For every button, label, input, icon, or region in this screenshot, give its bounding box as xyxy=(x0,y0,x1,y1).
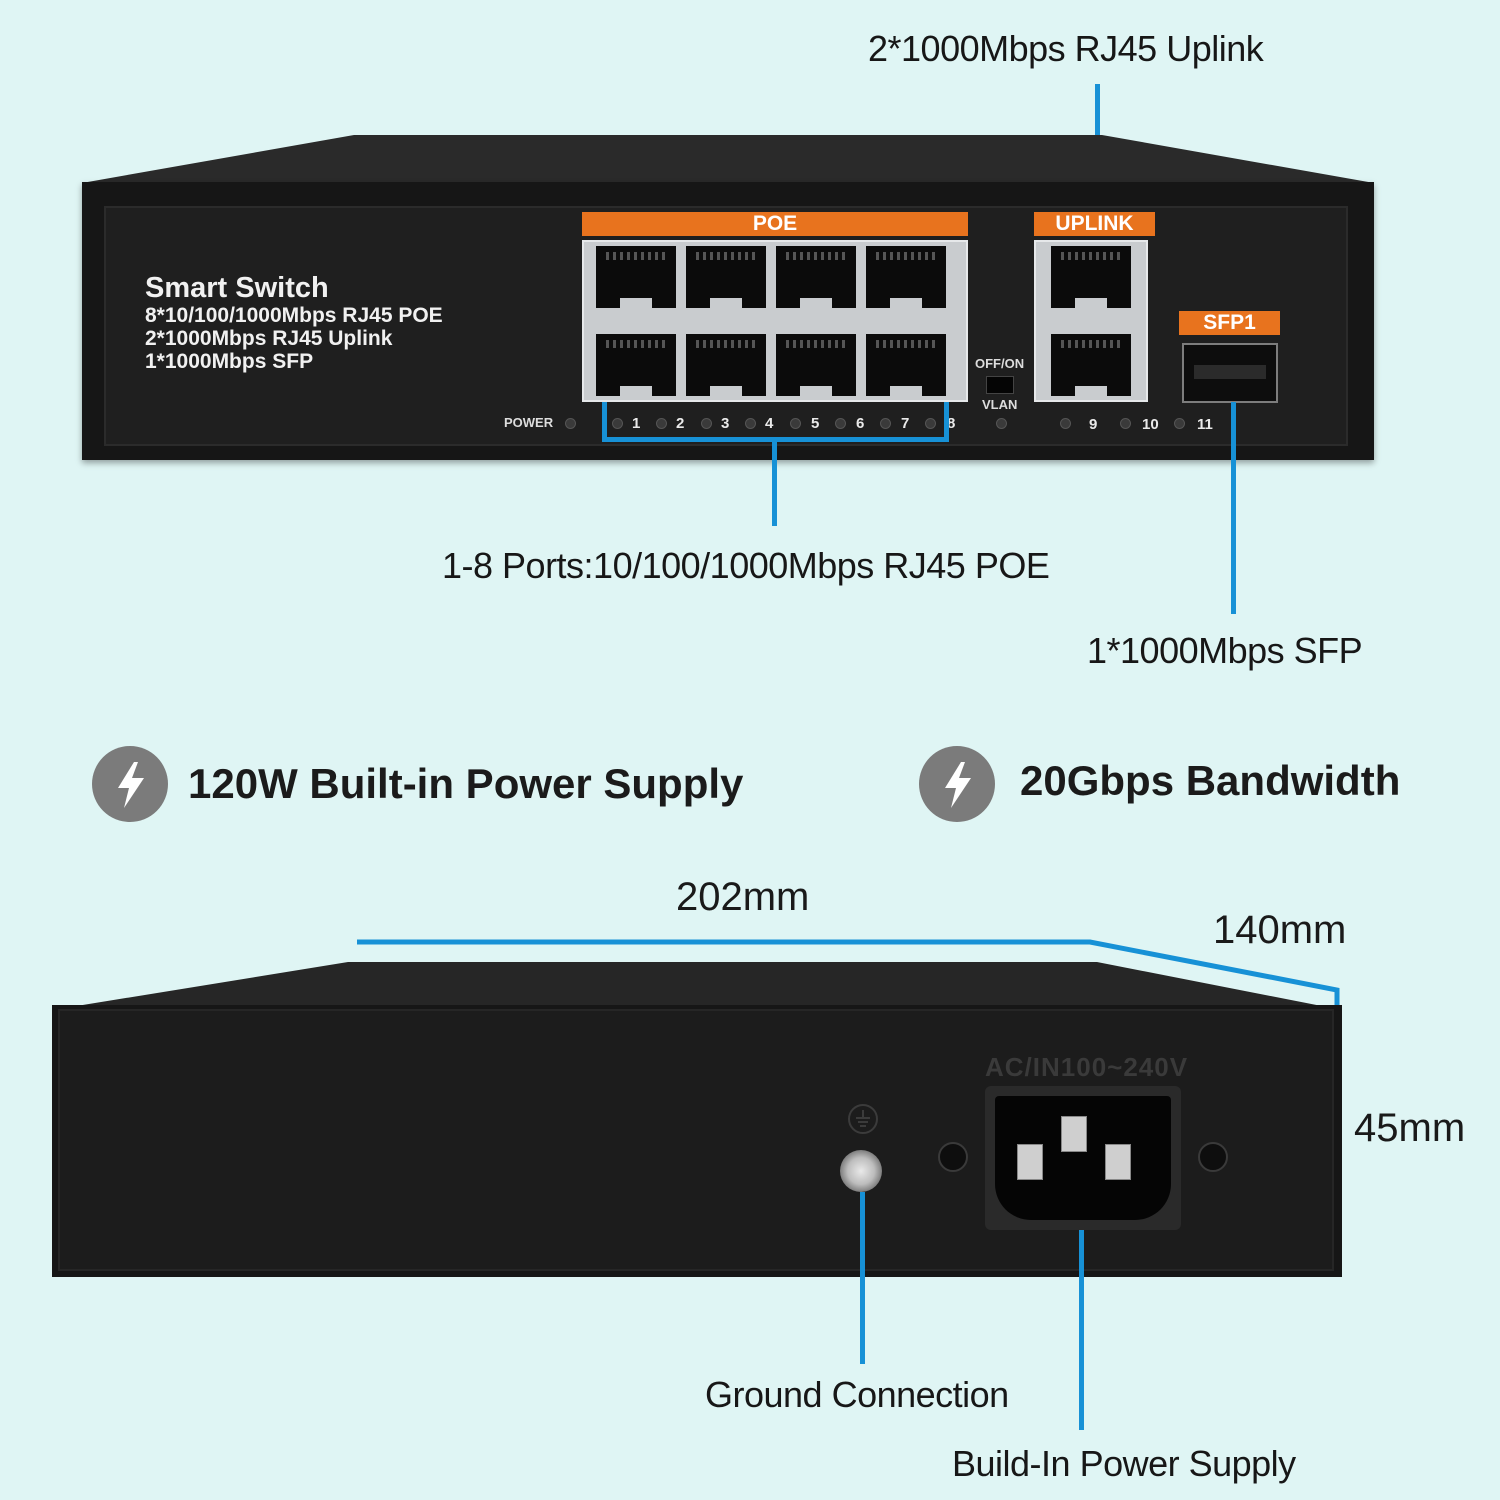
port-number-7: 7 xyxy=(901,415,910,432)
ground-screw[interactable] xyxy=(840,1150,882,1192)
port-number-11: 11 xyxy=(1197,416,1213,433)
spec-line-2: 2*1000Mbps RJ45 Uplink xyxy=(145,327,393,350)
poe-bracket-bottom xyxy=(602,437,949,442)
feature-power-text: 120W Built-in Power Supply xyxy=(188,760,744,807)
power-led-label: POWER xyxy=(504,415,554,430)
rj45-port-7[interactable] xyxy=(866,246,946,308)
ground-callout: Ground Connection xyxy=(705,1374,1009,1415)
sfp-callout-line xyxy=(1231,402,1236,614)
rj45-port-1[interactable] xyxy=(596,246,676,308)
power-callout-line xyxy=(1079,1230,1084,1430)
inlet-screw-right xyxy=(1198,1142,1228,1172)
led-7 xyxy=(880,418,891,429)
front-top-surface xyxy=(82,135,1374,183)
led-9 xyxy=(1060,418,1071,429)
uplink-callout: 2*1000Mbps RJ45 Uplink xyxy=(868,28,1264,69)
port-number-1: 1 xyxy=(632,415,641,432)
depth-dimension: 140mm xyxy=(1213,908,1347,952)
inlet-pin-left xyxy=(1017,1144,1043,1180)
power-callout: Build-In Power Supply xyxy=(952,1443,1296,1484)
feature-bandwidth-icon-badge xyxy=(919,746,995,822)
led-3 xyxy=(701,418,712,429)
height-dimension: 45mm xyxy=(1354,1106,1466,1150)
uplink-port-10[interactable] xyxy=(1051,334,1131,396)
poe-bracket-right xyxy=(944,402,949,442)
inlet-screw-left xyxy=(938,1142,968,1172)
feature-bandwidth-text: 20Gbps Bandwidth xyxy=(1020,757,1401,804)
led-11 xyxy=(1174,418,1185,429)
uplink-port-9[interactable] xyxy=(1051,246,1131,308)
feature-power-icon-badge xyxy=(92,746,168,822)
led-10 xyxy=(1120,418,1131,429)
port-number-5: 5 xyxy=(811,415,820,432)
port-number-6: 6 xyxy=(856,415,865,432)
led-8 xyxy=(925,418,936,429)
brand-label: Smart Switch 8*10/100/1000Mbps RJ45 POE … xyxy=(145,272,443,373)
port-number-4: 4 xyxy=(765,415,774,432)
rear-top-surface xyxy=(52,962,1342,1010)
port-number-8: 8 xyxy=(947,415,956,432)
led-1 xyxy=(612,418,623,429)
ground-callout-line xyxy=(860,1192,865,1364)
sfp-label: SFP1 xyxy=(1179,311,1280,335)
rj45-port-5[interactable] xyxy=(776,246,856,308)
poe-bracket-left xyxy=(602,402,607,442)
led-5 xyxy=(790,418,801,429)
inlet-pin-center xyxy=(1061,1116,1087,1152)
switch-label-off-on: OFF/ON xyxy=(975,356,1025,371)
rj45-port-8[interactable] xyxy=(866,334,946,396)
lightning-bolt-icon xyxy=(118,762,144,808)
spec-line-1: 8*10/100/1000Mbps RJ45 POE xyxy=(145,304,443,327)
rj45-port-2[interactable] xyxy=(596,334,676,396)
rj45-port-4[interactable] xyxy=(686,334,766,396)
power-rating-text: AC/IN100~240V xyxy=(985,1052,1189,1082)
power-led xyxy=(565,418,576,429)
led-4 xyxy=(745,418,756,429)
inlet-pin-right xyxy=(1105,1144,1131,1180)
port-number-10: 10 xyxy=(1142,416,1159,433)
port-number-2: 2 xyxy=(676,415,685,432)
poe-callout-line xyxy=(772,442,777,526)
sfp-callout: 1*1000Mbps SFP xyxy=(1087,630,1363,671)
vlan-toggle-switch[interactable] xyxy=(986,376,1014,394)
power-inlet[interactable] xyxy=(985,1086,1181,1230)
rj45-port-6[interactable] xyxy=(776,334,856,396)
lightning-bolt-icon xyxy=(945,762,971,808)
vlan-led xyxy=(996,418,1007,429)
poe-ports-callout: 1-8 Ports:10/100/1000Mbps RJ45 POE xyxy=(442,545,1050,586)
ground-symbol-icon xyxy=(848,1104,878,1134)
sfp-port[interactable] xyxy=(1182,343,1278,403)
poe-label: POE xyxy=(582,212,968,236)
uplink-label: UPLINK xyxy=(1034,212,1155,236)
led-2 xyxy=(656,418,667,429)
device-name: Smart Switch xyxy=(145,272,329,304)
width-dimension: 202mm xyxy=(676,875,810,919)
port-number-9: 9 xyxy=(1089,416,1098,433)
led-6 xyxy=(835,418,846,429)
rj45-port-3[interactable] xyxy=(686,246,766,308)
spec-line-3: 1*1000Mbps SFP xyxy=(145,350,314,373)
switch-label-vlan: VLAN xyxy=(982,397,1018,412)
port-number-3: 3 xyxy=(721,415,730,432)
